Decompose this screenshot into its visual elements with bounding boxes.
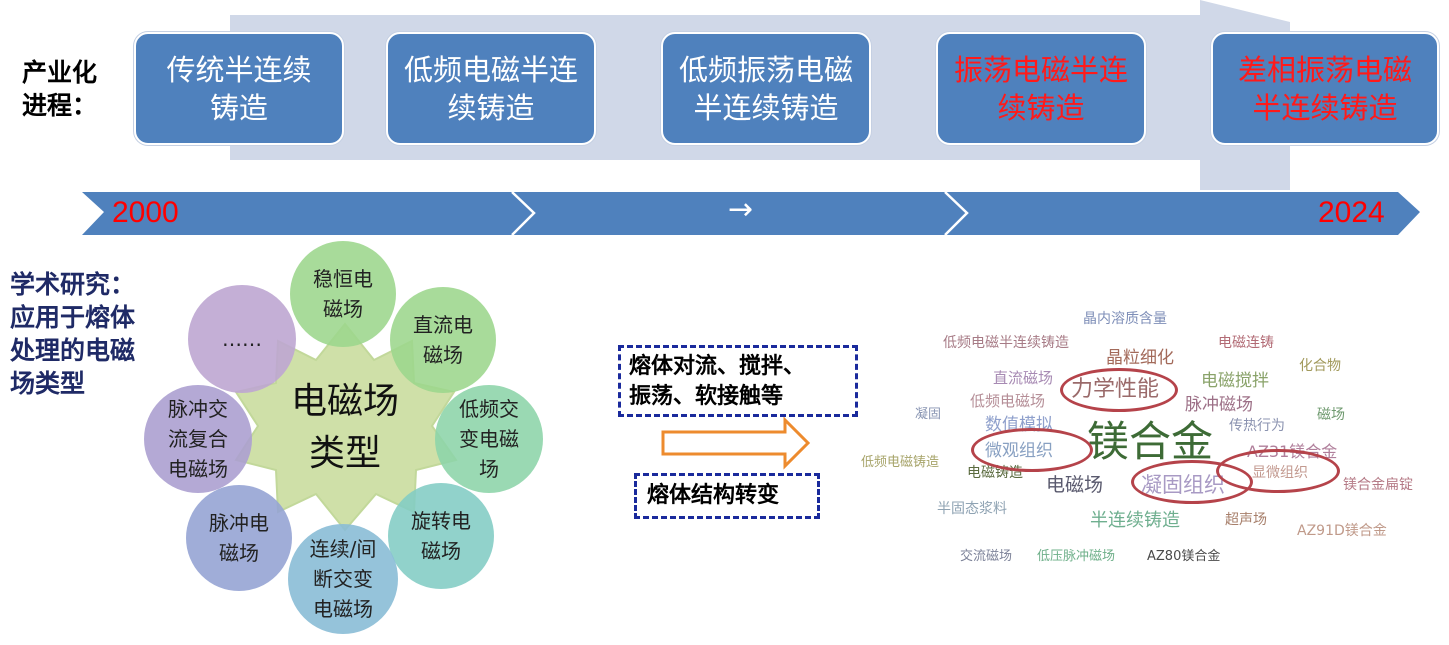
petal-7-line3: 电磁场 xyxy=(168,457,228,481)
effects-box1-line1: 熔体对流、搅拌、 xyxy=(629,354,806,379)
stage-2-line1: 低频电磁半连 xyxy=(403,52,578,87)
industrial-label: 产业化 进程： xyxy=(22,56,97,122)
petal-3-line1: 低频交 xyxy=(459,397,519,421)
center-line1: 电磁场 xyxy=(290,381,399,422)
word-cloud-term: 低压脉冲磁场 xyxy=(1037,549,1116,564)
petal-7-line1: 脉冲交 xyxy=(168,397,228,421)
petal-pulse-field: 脉冲电磁场 xyxy=(186,485,292,591)
word-cloud-term: 半固态浆料 xyxy=(937,501,1007,517)
timeline-arrow-icon: → xyxy=(728,192,754,227)
word-cloud-term: AZ91D镁合金 xyxy=(1297,523,1387,539)
word-cloud-term: 凝固 xyxy=(915,407,942,422)
academic-line2: 应用于熔体 xyxy=(10,303,136,332)
stage-5-line1: 差相振荡电磁 xyxy=(1237,52,1412,87)
stage-2-line2: 续铸造 xyxy=(447,90,535,125)
academic-line1: 学术研究： xyxy=(10,270,136,299)
stage-4-line2: 续铸造 xyxy=(997,90,1085,125)
petal-5-line2: 断交变 xyxy=(313,567,373,591)
word-cloud-term: 低频电磁半连续铸造 xyxy=(943,335,1069,351)
stage-3-line1: 低频振荡电磁 xyxy=(678,52,853,87)
melt-structure-box: 熔体结构转变 xyxy=(634,473,820,519)
word-cloud-term: 镁合金扁锭 xyxy=(1343,477,1413,493)
start-year: 2000 xyxy=(112,196,179,229)
petal-6-line1: 脉冲电 xyxy=(209,511,269,535)
word-cloud-term: 脉冲磁场 xyxy=(1185,395,1253,415)
petal-4-line1: 旋转电 xyxy=(411,509,471,533)
highlight-mechanical-properties xyxy=(1060,368,1178,412)
highlight-microstructure xyxy=(971,428,1093,472)
petal-8-line1: …… xyxy=(222,327,262,351)
word-cloud-term: 直流磁场 xyxy=(993,369,1054,387)
timeline-chevron-2 xyxy=(944,191,969,236)
end-year: 2024 xyxy=(1318,196,1385,229)
timeline-chevron-1 xyxy=(511,191,536,236)
petal-4-line2: 磁场 xyxy=(421,539,461,563)
petal-intermittent-field: 连续/间断交变电磁场 xyxy=(288,524,398,634)
academic-line3: 处理的电磁 xyxy=(10,336,136,365)
word-cloud-term: 传热行为 xyxy=(1229,418,1285,434)
petal-6-line2: 磁场 xyxy=(219,541,259,565)
petal-1-line1: 稳恒电 xyxy=(313,267,373,291)
em-types-center-label: 电磁场 类型 xyxy=(245,376,445,480)
petal-3-line2: 变电磁 xyxy=(459,427,519,451)
stage-5-line2: 半连续铸造 xyxy=(1252,90,1398,125)
word-cloud-term: 镁合金 xyxy=(1087,417,1214,466)
transition-arrow-icon xyxy=(661,416,811,470)
word-cloud-term: 晶内溶质含量 xyxy=(1083,311,1167,327)
petal-3-line3: 场 xyxy=(479,457,499,481)
petal-5-line3: 电磁场 xyxy=(313,597,373,621)
petal-7-line2: 流复合 xyxy=(168,427,228,451)
word-cloud-term: 低频电磁铸造 xyxy=(861,455,940,470)
petal-2-line2: 磁场 xyxy=(423,343,463,367)
stage-box-4: 振荡电磁半连续铸造 xyxy=(936,32,1146,145)
petal-lowfreq-field: 低频交变电磁场 xyxy=(435,385,543,493)
highlight-micro-structure xyxy=(1216,449,1340,493)
stage-4-line1: 振荡电磁半连 xyxy=(953,52,1128,87)
timeline-bar xyxy=(82,192,1420,235)
stage-3-line2: 半连续铸造 xyxy=(693,90,839,125)
stage-box-1: 传统半连续铸造 xyxy=(134,32,344,145)
academic-line4: 场类型 xyxy=(10,369,86,398)
em-types-diagram: 稳恒电磁场 直流电磁场 低频交变电磁场 旋转电磁场 连续/间断交变电磁场 脉冲电… xyxy=(140,238,550,638)
word-cloud-term: 磁场 xyxy=(1317,407,1345,423)
industrial-label-line1: 产业化 xyxy=(22,58,98,87)
word-cloud-term: 交流磁场 xyxy=(960,549,1013,564)
word-cloud-term: AZ80镁合金 xyxy=(1147,549,1221,564)
industrial-label-line2: 进程： xyxy=(22,91,98,120)
effects-box1-line2: 振荡、软接触等 xyxy=(629,384,784,409)
word-cloud-term: 化合物 xyxy=(1299,358,1341,374)
petal-2-line1: 直流电 xyxy=(413,313,473,337)
petal-steady-field: 稳恒电磁场 xyxy=(290,241,396,347)
academic-label: 学术研究： 应用于熔体 处理的电磁 场类型 xyxy=(10,268,135,400)
stage-1-line2: 铸造 xyxy=(209,90,268,125)
word-cloud-term: 超声场 xyxy=(1225,512,1267,528)
stage-1-line1: 传统半连续 xyxy=(166,52,312,87)
word-cloud-term: 电磁场 xyxy=(1046,474,1104,496)
word-cloud-term: 电磁连铸 xyxy=(1218,335,1274,351)
petal-rotating-field: 旋转电磁场 xyxy=(388,483,494,589)
word-cloud-term: 晶粒细化 xyxy=(1106,348,1174,368)
petal-dc-field: 直流电磁场 xyxy=(390,287,496,393)
word-cloud-term: 电磁搅拌 xyxy=(1201,371,1269,391)
word-cloud-term: 低频电磁场 xyxy=(970,392,1046,410)
word-cloud-term: 半连续铸造 xyxy=(1090,510,1180,531)
petal-pulse-ac-field: 脉冲交流复合电磁场 xyxy=(144,385,252,493)
petal-5-line1: 连续/间 xyxy=(309,537,377,561)
melt-flow-effects-box: 熔体对流、搅拌、 振荡、软接触等 xyxy=(618,345,858,417)
petal-more: …… xyxy=(188,285,296,393)
center-line2: 类型 xyxy=(308,433,381,474)
stage-box-3: 低频振荡电磁半连续铸造 xyxy=(661,32,871,145)
stage-box-5: 差相振荡电磁半连续铸造 xyxy=(1211,32,1439,145)
keyword-word-cloud: 晶内溶质含量 低频电磁半连续铸造 电磁连铸 晶粒细化 化合物 直流磁场 力学性能… xyxy=(855,300,1445,580)
stage-box-2: 低频电磁半连续铸造 xyxy=(386,32,596,145)
petal-1-line2: 磁场 xyxy=(323,297,363,321)
